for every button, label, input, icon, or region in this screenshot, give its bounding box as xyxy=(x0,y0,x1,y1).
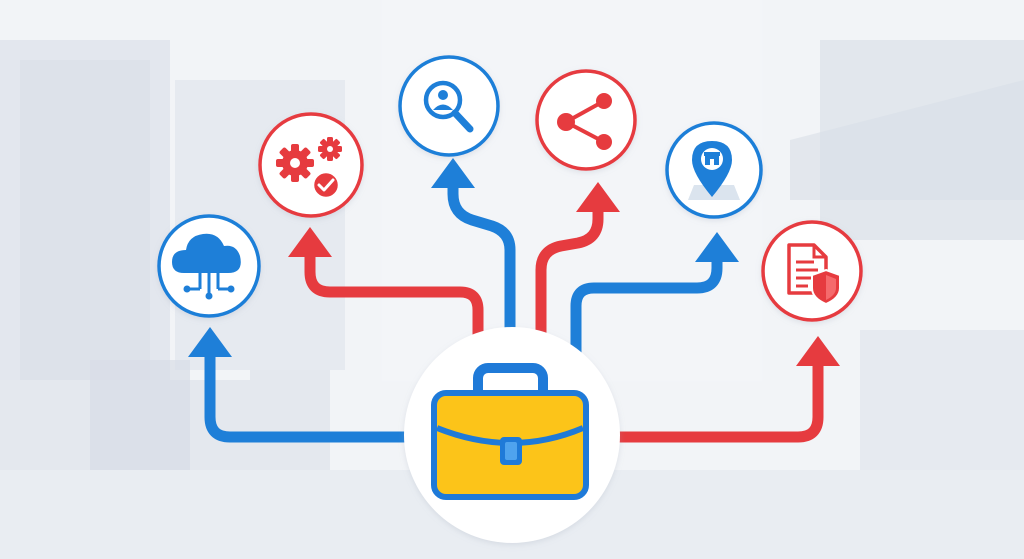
arrowhead-share xyxy=(576,182,620,212)
store-location-pin-icon xyxy=(688,141,740,200)
arrowhead-document xyxy=(796,336,840,366)
arrowhead-cloud xyxy=(188,327,232,357)
hub xyxy=(404,327,620,543)
node-cloud xyxy=(157,214,261,318)
node-document xyxy=(761,220,863,322)
briefcase-icon xyxy=(431,363,589,500)
arrowhead-settings xyxy=(288,227,332,257)
connector-location xyxy=(570,260,723,362)
arrow-heads xyxy=(188,158,840,366)
arrowhead-search xyxy=(431,158,475,188)
connector-search xyxy=(447,186,516,345)
share-icon xyxy=(557,93,612,150)
node-share xyxy=(535,69,637,171)
connector-settings xyxy=(304,255,484,350)
connector-share xyxy=(535,210,604,345)
gears-check-icon xyxy=(276,137,342,200)
user-search-icon xyxy=(423,80,474,133)
node-search xyxy=(398,55,500,157)
node-settings xyxy=(258,112,364,218)
connector-lines xyxy=(204,186,824,443)
node-location xyxy=(665,121,763,219)
cloud-network-icon xyxy=(172,233,241,300)
arrowhead-location xyxy=(695,232,739,262)
connector-document xyxy=(618,364,824,443)
document-shield-icon xyxy=(787,243,841,306)
connector-cloud xyxy=(204,355,410,443)
